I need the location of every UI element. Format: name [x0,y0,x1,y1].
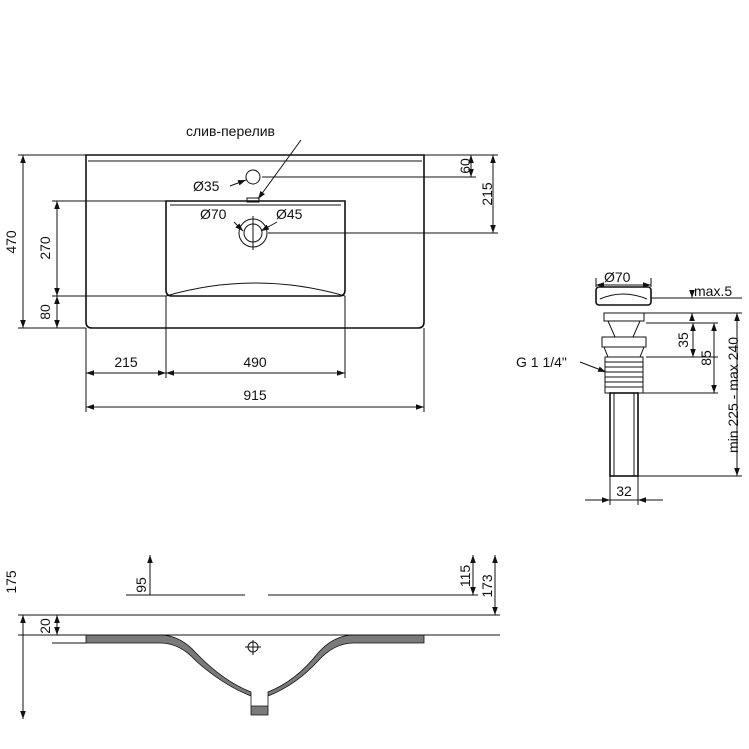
top-view-callouts: слив-перелив Ø35 Ø70 Ø45 [186,123,303,232]
tap-hole [245,169,261,185]
dim-175: 175 [3,570,19,594]
dim-215-horizontal: 215 [114,354,138,370]
section-view-dimensions: 20 175 95 115 173 [3,555,500,719]
sink-section [85,634,425,716]
sink-section-view [85,634,425,716]
valve-thread [604,356,644,394]
dim-95: 95 [133,577,149,593]
drain-outer-diameter-label: Ø70 [200,206,227,222]
drain-inner-diameter-label: Ø45 [276,206,303,222]
top-view-extension-lines [18,154,498,412]
dim-80: 80 [37,304,53,320]
sink-outline [85,154,425,329]
top-view-dimensions: 470 270 80 60 215 215 490 915 [3,155,496,410]
pipe-width-label: 32 [616,483,632,499]
valve-cap [595,286,652,306]
overflow-label: слив-перелив [186,123,275,139]
basin-front-slope [165,282,346,297]
dim-470: 470 [3,230,19,254]
basin-outline [165,200,346,297]
sink-top-view [85,154,425,329]
valve-collar [601,336,647,348]
dim-60: 60 [457,158,473,174]
section-drain-mark [247,641,259,653]
tap-hole-diameter-label: Ø35 [193,178,220,194]
valve-flange-ring [603,312,645,322]
dim-490: 490 [243,354,267,370]
dim-35: 35 [675,332,691,348]
dim-20: 20 [37,618,53,634]
height-range-label: min 225 - max 240 [725,337,741,453]
thread-label: G 1 1/4" [516,354,567,370]
drain-valve [595,286,652,477]
dim-270: 270 [37,236,53,260]
dim-915: 915 [243,387,267,403]
dim-173: 173 [479,574,495,598]
cap-diameter-label: Ø70 [604,269,631,285]
valve-neck [607,320,641,338]
overflow-slot [246,197,260,203]
max-gap-label: max.5 [694,283,732,299]
drain-valve-dimensions: Ø70 max.5 35 85 min 225 - max 240 G 1 1/… [516,269,742,505]
dim-115: 115 [457,565,473,588]
dim-85: 85 [698,350,714,366]
dim-215-vertical: 215 [479,182,495,206]
valve-pipe [609,392,639,477]
